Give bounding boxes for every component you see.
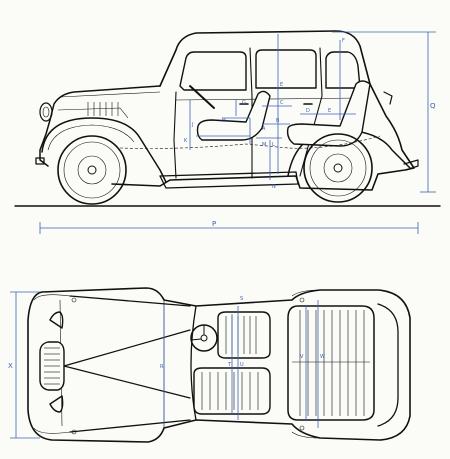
dim-label-v: V: [300, 354, 304, 360]
dim-label-j: J: [191, 122, 193, 128]
running-board: [159, 171, 299, 189]
rear-bumper: [403, 159, 419, 171]
dim-label-l: L: [272, 142, 275, 148]
quarter-window: [325, 51, 361, 89]
dim-label-p: P: [212, 220, 216, 228]
dim-label-b: B: [276, 118, 280, 124]
dim-label-e: E: [280, 82, 283, 88]
plan-rear-quarter: [377, 303, 399, 427]
front-bumper: [35, 157, 45, 165]
rear-door-window: [255, 49, 317, 89]
front-seat: [196, 90, 271, 141]
front-door-line: [173, 91, 177, 179]
dim-label-h: H: [222, 118, 226, 124]
rear-door-line: [299, 47, 323, 177]
bonnet-line-upper: [69, 295, 191, 307]
dim-label-n: N: [272, 184, 276, 190]
rear-seat: [286, 80, 371, 147]
plan-body-outline: [27, 287, 411, 443]
dim-label-t: T: [227, 362, 232, 368]
dim-label-m: M: [262, 142, 266, 148]
dim-label-x: X: [8, 362, 13, 370]
grille-bars: [44, 347, 60, 385]
dim-label-r: R: [160, 364, 164, 370]
bonnet-line-lower: [69, 419, 191, 433]
dim-label-f: F: [342, 38, 345, 44]
dim-label-c: C: [280, 100, 284, 106]
side-view: P Q F E G C D E H B: [14, 30, 441, 234]
front-fender: [41, 117, 167, 183]
steering-column: [189, 85, 215, 109]
front-wheel: [57, 135, 127, 205]
dim-label-g: G: [242, 100, 246, 106]
plan-view: X R T U S V W: [8, 287, 411, 443]
b-pillar: [249, 47, 253, 179]
dim-label-q: Q: [430, 102, 436, 110]
dim-label-k: K: [184, 138, 188, 144]
rear-lamp: [383, 91, 393, 105]
hood-outline: [39, 85, 161, 167]
plan-headlamp-lower: [49, 395, 64, 413]
plan-front-seat-upper: [217, 311, 271, 359]
dim-label-u: U: [240, 362, 244, 368]
bonnet-crease-upper: [63, 329, 191, 367]
dim-label-d: D: [306, 108, 310, 114]
side-dimensions: P Q F E G C D E H B: [39, 31, 436, 234]
plan-rear-bench: [287, 305, 375, 421]
dim-label-s: S: [240, 296, 243, 302]
bonnet-crease-lower: [63, 365, 191, 399]
headlamp: [39, 102, 53, 122]
plan-steering-wheel: [190, 324, 218, 352]
dim-label-e2: E: [328, 108, 331, 114]
hood-louvers: [87, 102, 119, 116]
plan-dimensions: X R T U S V W: [8, 291, 325, 439]
rear-wheel: [303, 133, 373, 203]
dim-label-a: A: [262, 126, 266, 132]
windscreen: [179, 51, 247, 91]
plan-headlamp-upper: [49, 311, 64, 329]
dim-label-w: W: [320, 354, 325, 360]
